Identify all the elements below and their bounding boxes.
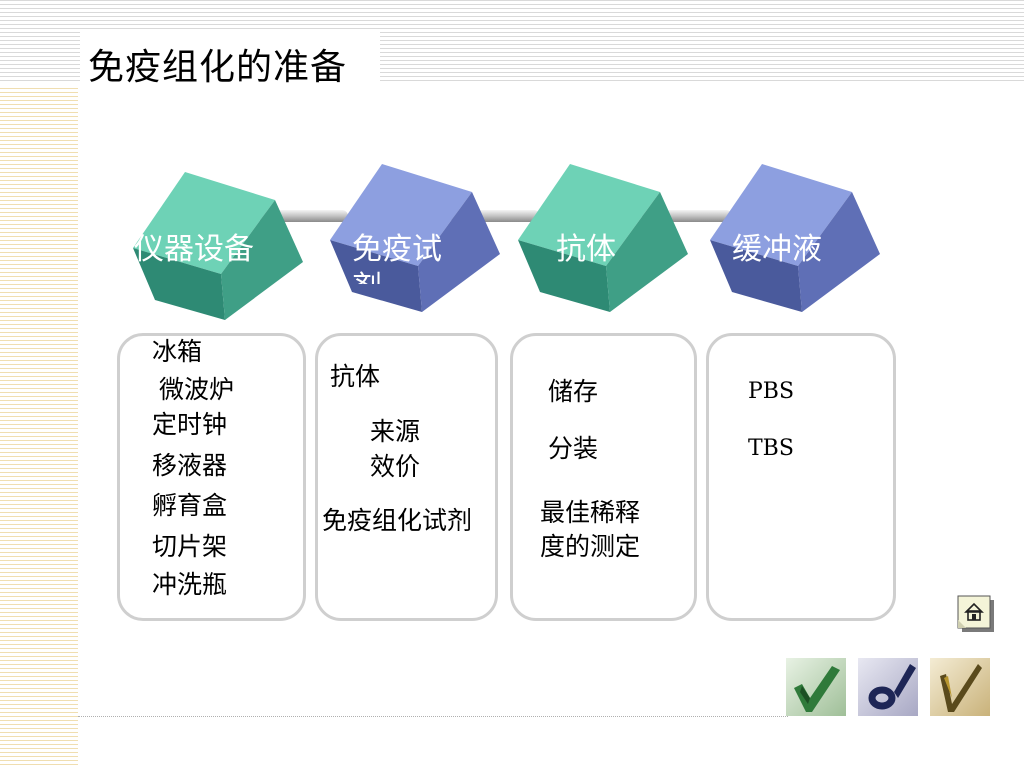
home-icon <box>957 595 994 632</box>
cube-label-immune-reagents-cont: 剂 <box>352 262 382 284</box>
green-checkmark-thumbnail <box>786 658 846 716</box>
list-item: 切片架 <box>152 532 228 561</box>
gold-checkmark-icon <box>930 658 990 716</box>
cube-antibody: 抗体 <box>510 162 690 322</box>
list-item: 来源 <box>370 417 421 446</box>
box-buffer <box>706 333 896 621</box>
list-item: TBS <box>748 436 794 461</box>
green-checkmark-icon <box>786 658 846 716</box>
cube-label-instruments: 仪器设备 <box>134 232 254 267</box>
cube-label-antibody: 抗体 <box>556 232 616 267</box>
list-item: 移液器 <box>152 451 228 480</box>
slide-title: 免疫组化的准备 <box>88 47 348 88</box>
list-item: 最佳稀释 <box>540 498 641 527</box>
gold-checkmark-thumbnail <box>930 658 990 716</box>
left-stripe-band <box>0 88 78 768</box>
list-item: 冲洗瓶 <box>152 570 228 599</box>
purple-ring-icon <box>858 658 918 716</box>
list-item: 度的测定 <box>540 532 641 561</box>
list-item: 微波炉 <box>159 375 235 404</box>
list-item: 定时钟 <box>152 410 228 439</box>
cube-buffer: 缓冲液 <box>702 162 882 322</box>
cube-immune-reagents: 免疫试 剂 <box>322 162 502 322</box>
list-item: 抗体 <box>330 362 381 391</box>
box-antibody <box>510 333 697 621</box>
box-instruments <box>117 333 306 621</box>
list-item: 储存 <box>548 377 599 406</box>
list-item: 冰箱 <box>152 337 203 366</box>
list-item: 免疫组化试剂 <box>322 506 473 535</box>
home-button[interactable] <box>956 594 996 634</box>
title-background <box>80 30 380 84</box>
list-item: PBS <box>748 379 795 404</box>
cube-label-buffer: 缓冲液 <box>732 232 822 267</box>
box-immune-reagents <box>315 333 498 621</box>
list-item: 孵育盒 <box>152 491 228 520</box>
list-item: 分装 <box>548 434 599 463</box>
cube-label-immune-reagents: 免疫试 <box>352 232 442 267</box>
list-item: 效价 <box>370 452 421 481</box>
footer-divider <box>78 716 788 717</box>
cube-instruments: 仪器设备 <box>125 170 305 330</box>
purple-ring-thumbnail <box>858 658 918 716</box>
